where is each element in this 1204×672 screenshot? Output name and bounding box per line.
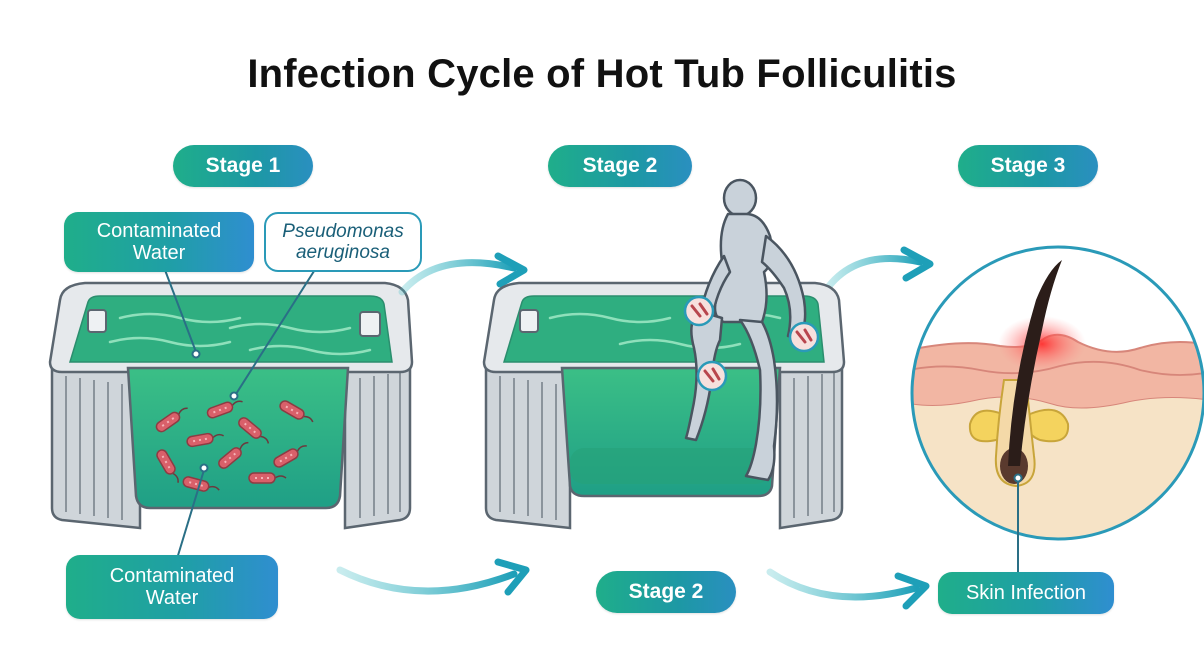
- bacteria-cluster: [155, 400, 314, 492]
- bacterium-rod: [218, 441, 249, 469]
- stage-1-label: Stage 1: [173, 145, 313, 187]
- bacteria-name-callout: Pseudomonas aeruginosa: [264, 212, 422, 272]
- bacterium-rod: [182, 476, 220, 492]
- contaminated-water-callout-bottom: Contaminated Water: [66, 555, 278, 619]
- stage-3-label: Stage 3: [958, 145, 1098, 187]
- bacterium-rod: [238, 417, 270, 444]
- skin-follicle-cutaway: [910, 245, 1204, 576]
- bacterium-rod: [248, 472, 287, 484]
- bacterium-rod: [279, 400, 314, 423]
- flow-arrows: [336, 246, 934, 610]
- stage-2-label: Stage 2: [548, 145, 692, 187]
- bacterium-rod: [155, 407, 188, 433]
- hot-tub-stage-2: [482, 178, 846, 530]
- bacterium-rod: [206, 400, 243, 419]
- skin-infection-callout: Skin Infection: [938, 572, 1114, 614]
- bacterium-rod: [156, 449, 179, 483]
- page-title: Infection Cycle of Hot Tub Folliculitis: [247, 52, 957, 96]
- bacterium-rod: [273, 445, 307, 468]
- contact-bacteria-spots: [683, 295, 820, 392]
- bacterium-rod: [186, 432, 224, 448]
- hot-tub-stage-1: [48, 267, 414, 563]
- stage-2-bottom-label: Stage 2: [596, 571, 736, 613]
- contaminated-water-callout-top: Contaminated Water: [64, 212, 254, 272]
